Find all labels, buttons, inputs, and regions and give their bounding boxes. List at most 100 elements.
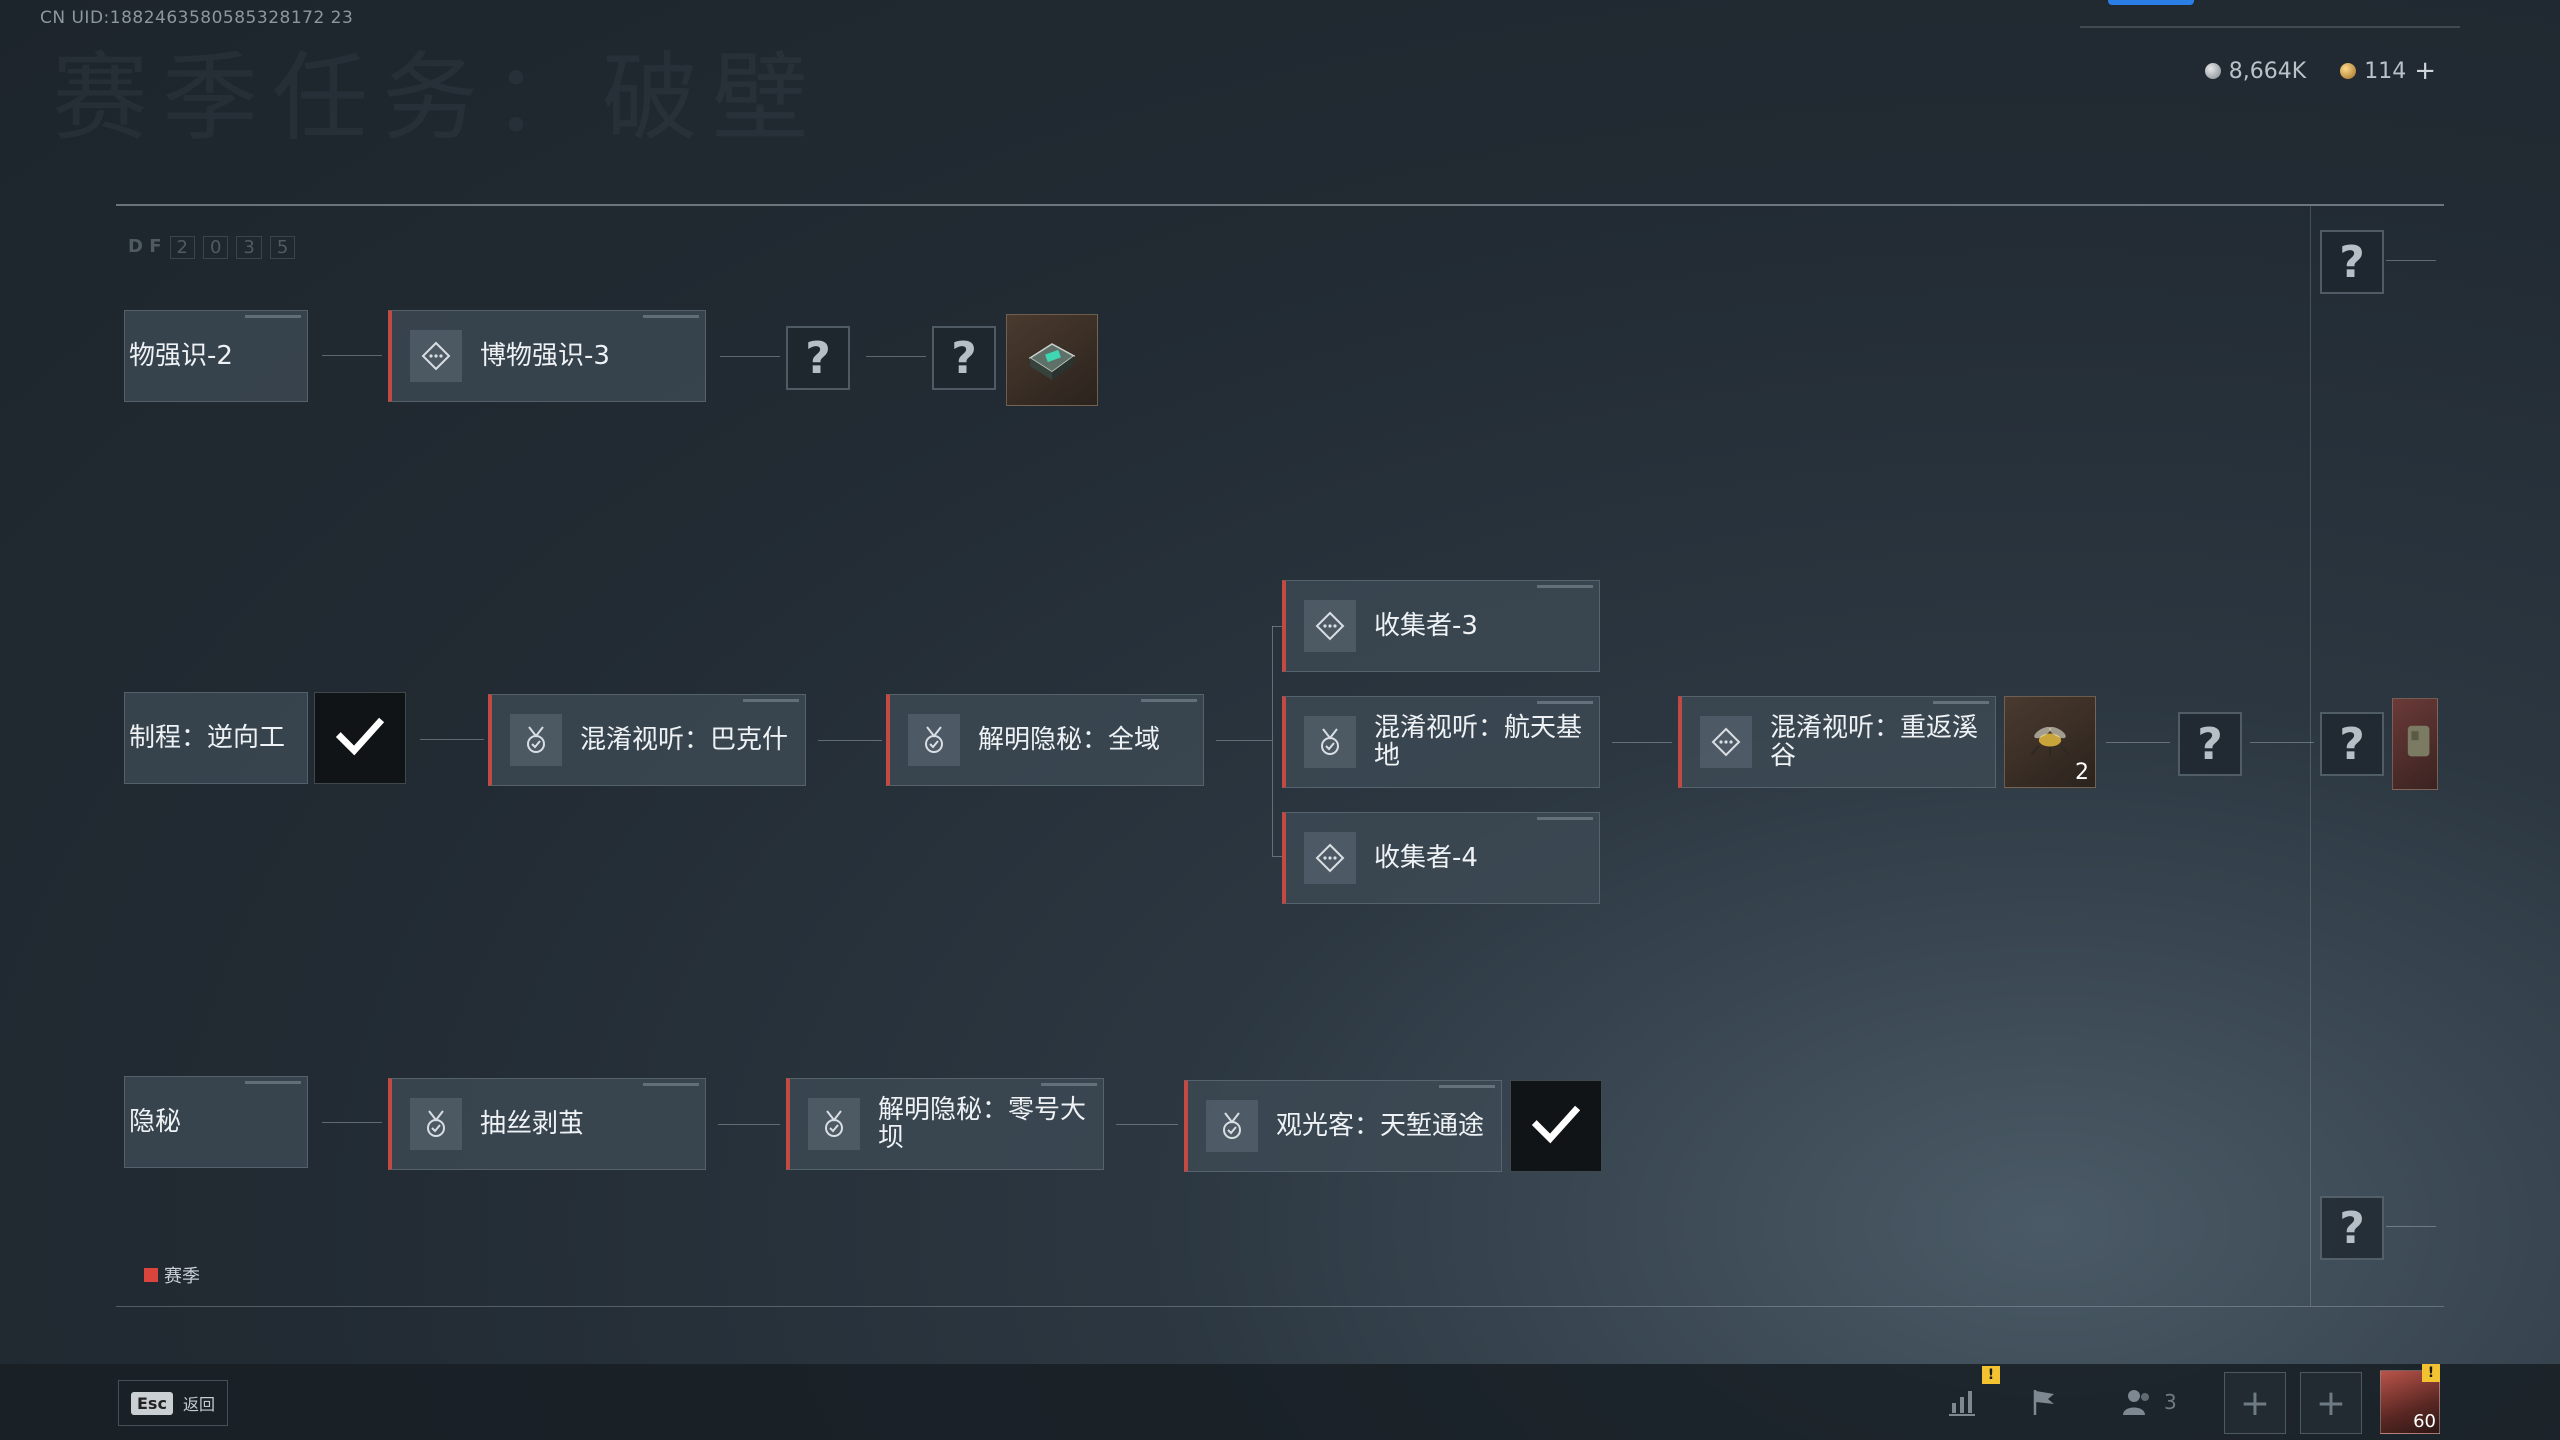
task-node-row1-2[interactable]: 博物强识-3 (388, 310, 706, 402)
squad-button[interactable] (2116, 1382, 2160, 1426)
stats-alert-badge: ! (1982, 1366, 2000, 1384)
connector (1272, 856, 1284, 857)
silver-coin-icon (2204, 63, 2221, 79)
bottom-bar (0, 1364, 2560, 1440)
reward-item[interactable] (1006, 314, 1098, 406)
reward-item[interactable]: 2 (2004, 696, 2096, 788)
gold-currency-value: 114 (2364, 58, 2407, 84)
task-label: 博物强识-3 (480, 341, 610, 371)
flag-icon (2027, 1385, 2061, 1423)
add-currency-button[interactable]: + (2414, 56, 2436, 86)
reward-count: 2 (2075, 760, 2089, 785)
deco-serial: D F 2 0 3 5 (128, 236, 296, 259)
frame-right-line (2310, 206, 2311, 1306)
node-deco (643, 1083, 699, 1086)
unknown-node[interactable]: ? (2320, 1196, 2384, 1260)
stats-button[interactable] (1940, 1382, 1984, 1426)
unknown-node[interactable]: ? (786, 326, 850, 390)
connector (718, 1124, 780, 1125)
page-title-watermark: 赛季任务：破壁 (52, 42, 822, 154)
task-node-row2-3[interactable]: 解明隐秘：全域 (886, 694, 1204, 786)
task-label: 解明隐秘：全域 (978, 725, 1161, 755)
esc-key: Esc (131, 1391, 173, 1415)
task-node-row3-4[interactable]: 观光客：天堑通途 (1184, 1080, 1502, 1172)
connector (2250, 742, 2314, 743)
connector (322, 1122, 382, 1123)
medal-icon (510, 714, 562, 766)
task-label: 观光客：天堑通途 (1276, 1111, 1485, 1141)
task-label: 抽丝剥茧 (480, 1109, 585, 1139)
back-button[interactable]: Esc 返回 (118, 1380, 228, 1426)
node-deco (245, 315, 301, 318)
diamond-dots-icon (1304, 832, 1356, 884)
gold-coin-icon (2340, 63, 2357, 79)
connector (866, 356, 926, 357)
player-uid: CN UID:1882463580585328172 23 (40, 8, 354, 28)
node-deco (245, 1081, 301, 1084)
task-node-collector-4[interactable]: 收集者-4 (1282, 812, 1600, 904)
deco-serial-label: D F (128, 236, 162, 257)
unknown-node[interactable]: ? (2320, 230, 2384, 294)
node-deco (1537, 585, 1593, 588)
task-label: 隐秘 (129, 1107, 182, 1137)
task-label: 混淆视听：航天基地 (1374, 713, 1583, 771)
task-node-row2-5[interactable]: 混淆视听：重返溪谷 (1678, 696, 1996, 788)
medal-icon (908, 714, 960, 766)
connector (1272, 626, 1284, 627)
unknown-node[interactable]: ? (932, 326, 996, 390)
team-slot-2[interactable]: + (2300, 1372, 2362, 1434)
node-deco (643, 315, 699, 318)
task-label: 收集者-4 (1374, 843, 1478, 873)
unknown-node[interactable]: ? (2320, 712, 2384, 776)
task-node-row2-1[interactable]: 制程：逆向工 (124, 692, 308, 784)
node-deco (743, 699, 799, 702)
task-node-row3-1[interactable]: 隐秘 (124, 1076, 308, 1168)
node-deco (1141, 699, 1197, 702)
medal-icon (1206, 1100, 1258, 1152)
task-label: 混淆视听：重返溪谷 (1770, 713, 1979, 771)
node-deco (1537, 701, 1593, 704)
squad-icon (2121, 1385, 2155, 1423)
checkmark-icon (331, 707, 389, 769)
deco-digit: 0 (202, 236, 229, 259)
frame-bottom-line (116, 1306, 2444, 1307)
connector (2106, 742, 2170, 743)
gold-currency[interactable]: 114 + (2340, 56, 2436, 86)
node-deco (1933, 701, 1989, 704)
connector (420, 739, 484, 740)
mission-flag-button[interactable] (2022, 1382, 2066, 1426)
diamond-dots-icon (1700, 716, 1752, 768)
completed-reward (1510, 1080, 1602, 1172)
medal-icon (1304, 716, 1356, 768)
team-slot-1[interactable]: + (2224, 1372, 2286, 1434)
legend: 赛季 (144, 1262, 200, 1288)
legend-swatch (144, 1268, 158, 1282)
connector (1116, 1124, 1178, 1125)
deco-digit: 3 (236, 236, 262, 259)
squad-count: 3 (2164, 1390, 2177, 1414)
task-node-row1-1[interactable]: 物强识-2 (124, 310, 308, 402)
task-node-row2-4[interactable]: 混淆视听：航天基地 (1282, 696, 1600, 788)
connector (322, 355, 382, 356)
player-level: 60 (2413, 1411, 2436, 1432)
task-node-collector-3[interactable]: 收集者-3 (1282, 580, 1600, 672)
reward-item-partial[interactable] (2392, 698, 2438, 790)
task-node-row2-2[interactable]: 混淆视听：巴克什 (488, 694, 806, 786)
node-deco (1041, 1083, 1097, 1086)
task-node-row3-2[interactable]: 抽丝剥茧 (388, 1078, 706, 1170)
silver-currency-value: 8,664K (2228, 58, 2307, 84)
node-deco (1537, 817, 1593, 820)
medal-icon (808, 1098, 860, 1150)
bar-chart-icon (1945, 1385, 1979, 1423)
device-icon (1022, 328, 1082, 392)
avatar-alert-badge: ! (2422, 1364, 2440, 1382)
back-label: 返回 (182, 1395, 215, 1414)
task-label: 物强识-2 (129, 341, 233, 371)
task-node-row3-3[interactable]: 解明隐秘：零号大坝 (786, 1078, 1104, 1170)
task-label: 制程：逆向工 (129, 723, 286, 753)
unknown-node[interactable]: ? (2178, 712, 2242, 776)
task-label: 解明隐秘：零号大坝 (878, 1095, 1087, 1153)
deco-digit: 5 (269, 236, 296, 259)
frame-top-line (116, 204, 2444, 206)
connector (818, 740, 882, 741)
